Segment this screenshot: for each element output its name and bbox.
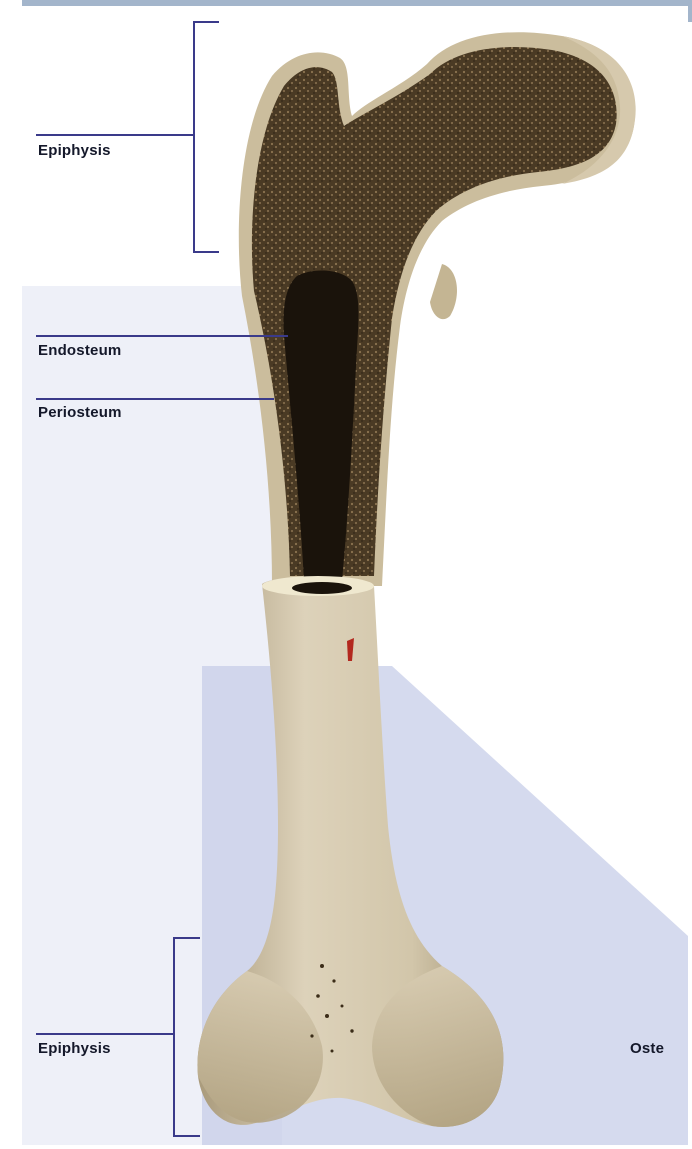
femur-illustration bbox=[22, 6, 688, 1145]
label-epiphysis-bottom: Epiphysis bbox=[38, 1040, 111, 1057]
lesser-trochanter bbox=[430, 264, 457, 319]
cut-cavity bbox=[292, 582, 352, 594]
bone-anatomy-diagram: Epiphysis Endosteum Periosteum Epiphysis… bbox=[22, 6, 688, 1145]
slide-left-margin bbox=[0, 0, 22, 1149]
label-endosteum: Endosteum bbox=[38, 342, 121, 359]
epiphysis-top-bracket bbox=[194, 22, 219, 252]
label-osteo-partial: Oste bbox=[630, 1040, 664, 1057]
label-periosteum: Periosteum bbox=[38, 404, 122, 421]
label-epiphysis-top: Epiphysis bbox=[38, 142, 111, 159]
